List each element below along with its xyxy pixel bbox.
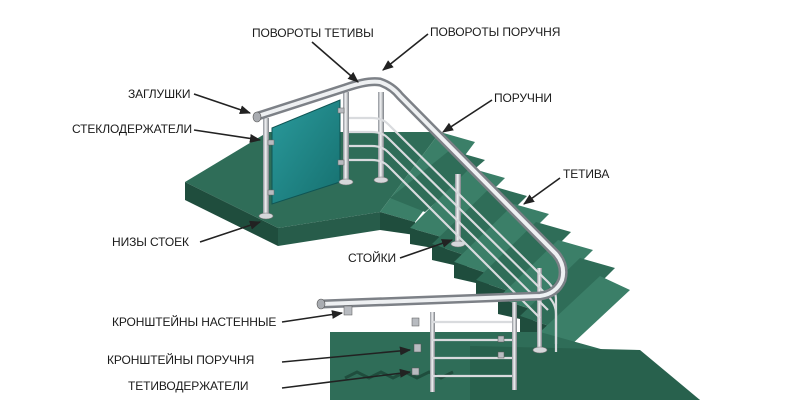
post bbox=[430, 312, 435, 392]
arrow-handrails bbox=[442, 99, 493, 133]
end-cap bbox=[252, 111, 262, 123]
upper-landing-front bbox=[185, 182, 278, 246]
label-wall-brackets: КРОНШТЕЙНЫ НАСТЕННЫЕ bbox=[112, 314, 276, 329]
label-end-caps: ЗАГЛУШКИ bbox=[128, 87, 190, 101]
post bbox=[378, 92, 384, 180]
handrail-highlight bbox=[256, 79, 566, 306]
label-handrail-turns: ПОВОРОТЫ ПОРУЧНЯ bbox=[430, 25, 560, 39]
arrow-posts bbox=[399, 239, 454, 259]
arrow-stringer-turns bbox=[311, 41, 359, 83]
lower-landing-shadow bbox=[470, 346, 700, 400]
label-stringer-turns: ПОВОРОТЫ ТЕТИВЫ bbox=[252, 26, 374, 40]
stringer-holder bbox=[411, 367, 420, 376]
label-stringer-holders: ТЕТИВОДЕРЖАТЕЛИ bbox=[128, 379, 248, 393]
handrail-bracket bbox=[411, 317, 420, 327]
label-post-bases: НИЗЫ СТОЕК bbox=[112, 235, 189, 249]
label-handrails: ПОРУЧНИ bbox=[494, 91, 552, 105]
posts bbox=[263, 92, 542, 392]
arrow-stringer bbox=[523, 177, 561, 205]
stringer-holder bbox=[497, 335, 505, 343]
callout-arrows bbox=[193, 33, 561, 389]
stair-structure bbox=[185, 132, 700, 400]
stringer-rod bbox=[349, 144, 549, 311]
arrow-handrail-brackets bbox=[281, 346, 412, 363]
brackets bbox=[343, 305, 505, 376]
post bbox=[343, 92, 349, 182]
arrow-post-bases bbox=[199, 220, 262, 243]
handrail bbox=[253, 77, 568, 309]
stringer-holder bbox=[497, 351, 505, 359]
arrow-wall-brackets bbox=[281, 310, 344, 323]
stringer-rod bbox=[349, 130, 558, 352]
post-bases bbox=[258, 176, 548, 354]
labels: ПОВОРОТЫ ТЕТИВЫ ПОВОРОТЫ ПОРУЧНЯ ЗАГЛУШК… bbox=[72, 25, 609, 393]
post bbox=[537, 268, 542, 350]
post bbox=[455, 174, 461, 244]
label-glass-holders: СТЕКЛОДЕРЖАТЕЛИ bbox=[72, 122, 192, 136]
stringer-rod bbox=[349, 116, 558, 344]
upper-landing-side bbox=[278, 212, 380, 246]
post bbox=[512, 302, 517, 390]
end-cap bbox=[316, 298, 326, 310]
label-handrail-brackets: КРОНШТЕЙНЫ ПОРУЧНЯ bbox=[107, 352, 254, 367]
glass-holders bbox=[267, 107, 345, 196]
arrow-stringer-holders bbox=[281, 368, 412, 389]
label-stringer: ТЕТИВА bbox=[563, 167, 609, 181]
post bbox=[263, 118, 269, 216]
wall-bracket bbox=[343, 305, 353, 316]
stringer-rod bbox=[349, 158, 541, 319]
label-posts: СТОЙКИ bbox=[348, 250, 396, 265]
stringers bbox=[349, 116, 558, 378]
arrow-glass-holders bbox=[193, 129, 262, 143]
handrail-bracket bbox=[413, 343, 422, 353]
arrow-end-caps bbox=[193, 93, 252, 115]
arrow-handrail-turns bbox=[382, 33, 429, 71]
